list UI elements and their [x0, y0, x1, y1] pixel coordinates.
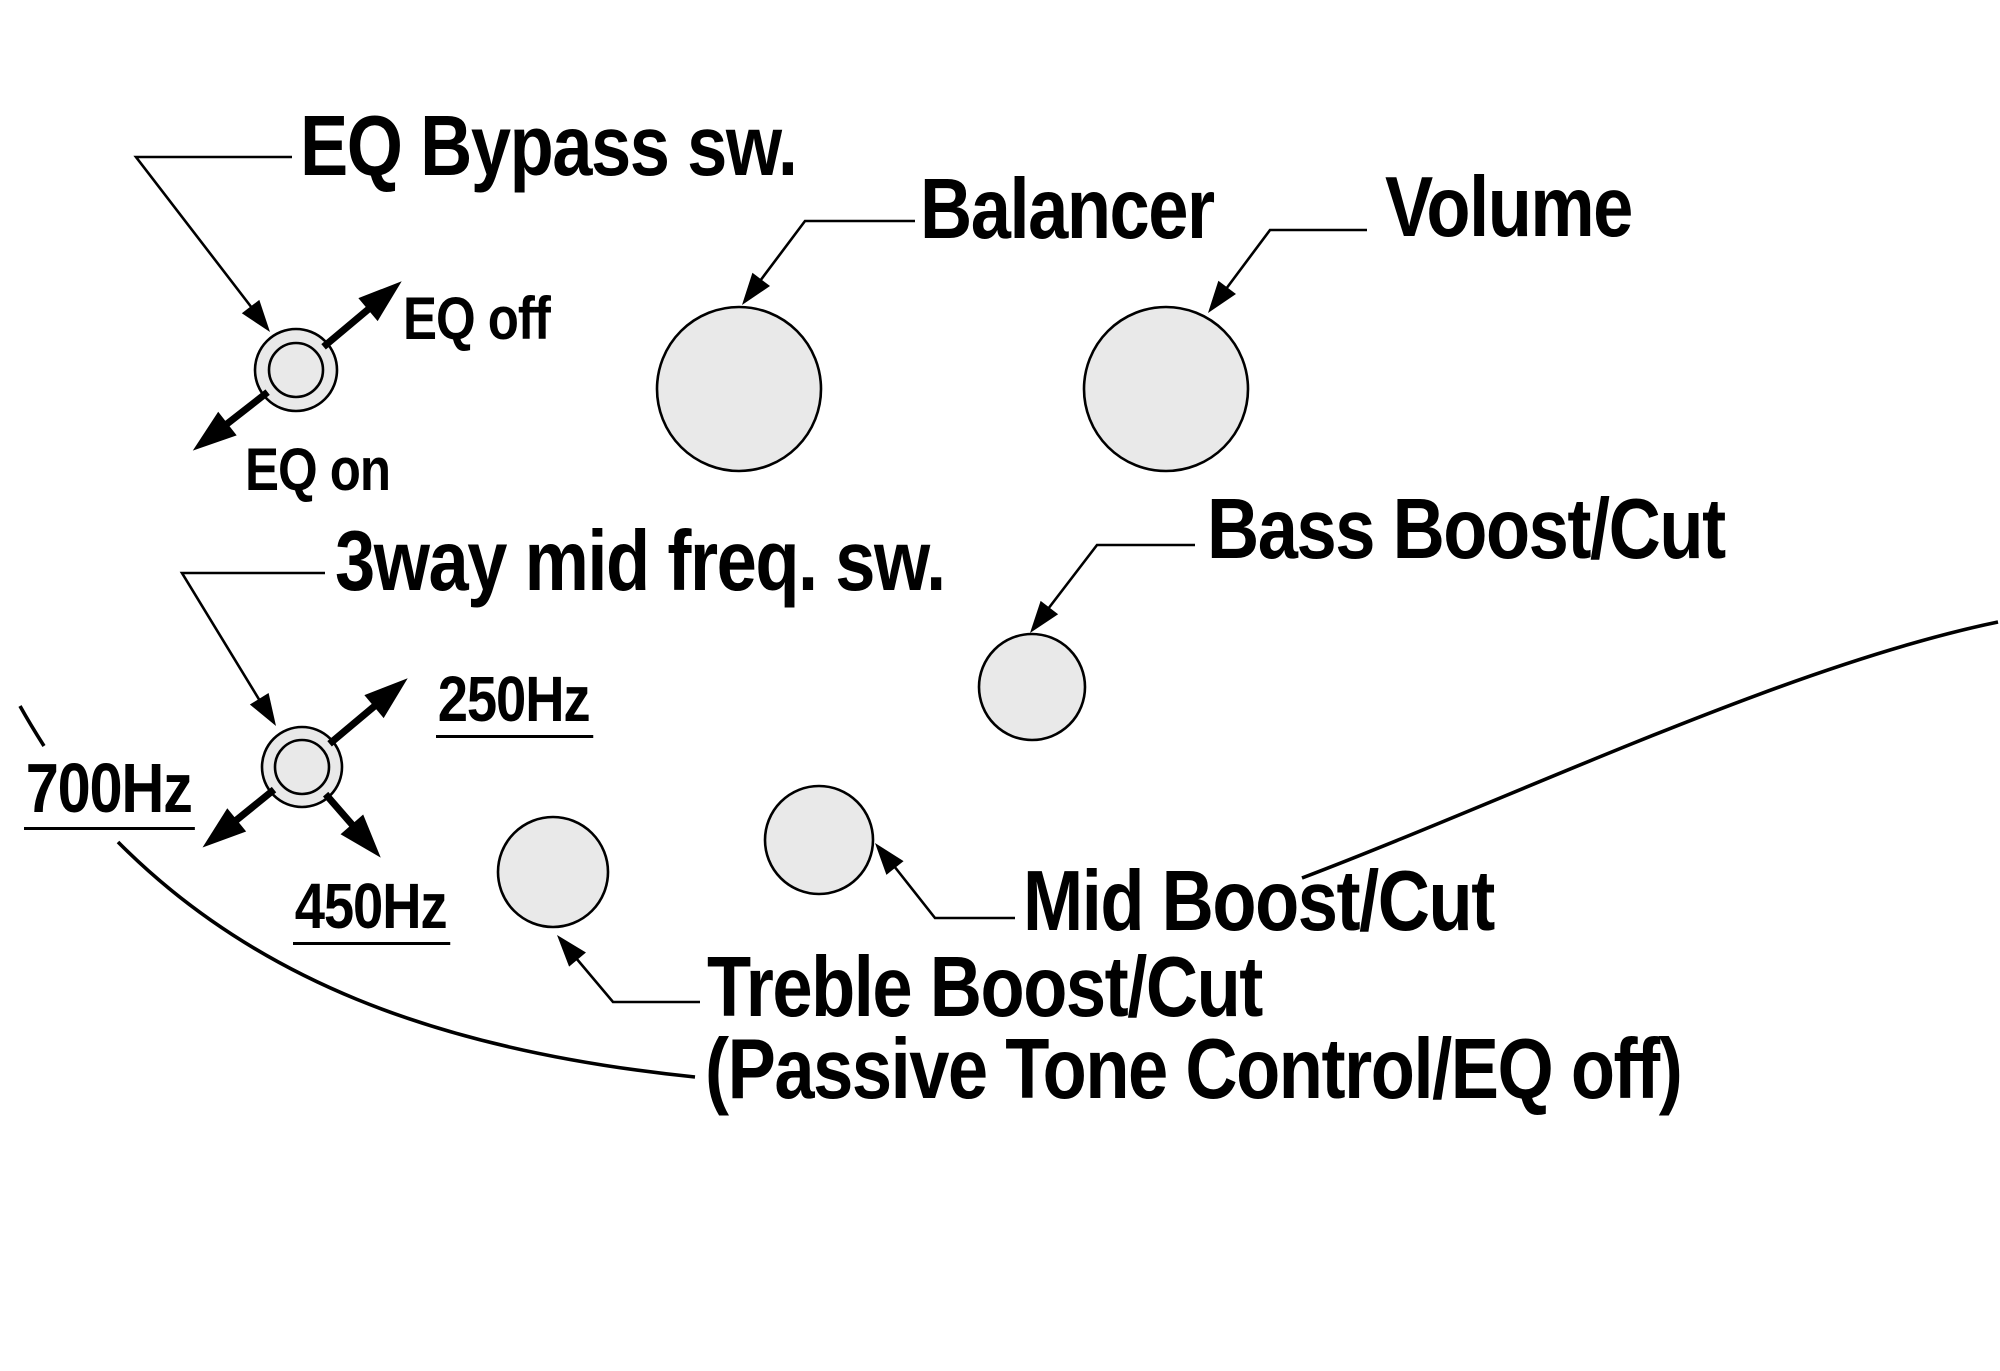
- body-outline-segment-topleft: [18, 705, 46, 747]
- body-outline-curve-right: [1301, 620, 1999, 880]
- mid-label: Mid Boost/Cut: [1023, 854, 1495, 949]
- balancer-leader-line: [742, 219, 915, 305]
- eq-off-label: EQ off: [403, 285, 551, 352]
- treble-knob: [496, 815, 610, 929]
- freq-700hz-label: 700Hz: [24, 753, 196, 830]
- bass-label: Bass Boost/Cut: [1207, 482, 1726, 577]
- volume-knob: [1082, 305, 1250, 473]
- mid-freq-switch: [260, 725, 344, 809]
- eq-bypass-switch: [253, 327, 339, 413]
- eq-on-direction-arrow: [192, 389, 270, 451]
- mid-freq-label: 3way mid freq. sw.: [335, 514, 946, 609]
- mid-freq-700hz-direction-arrow: [202, 786, 277, 848]
- freq-450hz-label: 450Hz: [293, 874, 450, 945]
- eq-bypass-leader-line: [133, 155, 292, 332]
- volume-leader-line: [1208, 228, 1367, 313]
- mid-freq-leader-line: [179, 571, 325, 726]
- eq-on-label: EQ on: [245, 436, 391, 503]
- eq-bypass-label: EQ Bypass sw.: [300, 99, 798, 194]
- eq-off-direction-arrow: [321, 281, 402, 350]
- mid-leader-line: [875, 843, 1015, 920]
- balancer-label: Balancer: [920, 162, 1215, 257]
- body-outline-curve-left: [116, 840, 696, 1079]
- mid-freq-450hz-direction-arrow: [322, 791, 381, 858]
- treble-leader-line: [557, 935, 700, 1004]
- mid-knob: [763, 784, 875, 896]
- volume-label: Volume: [1385, 160, 1633, 255]
- balancer-knob: [655, 305, 823, 473]
- freq-250hz-label: 250Hz: [436, 667, 593, 738]
- treble-sublabel: (Passive Tone Control/EQ off): [705, 1022, 1683, 1117]
- bass-knob: [977, 632, 1087, 742]
- mid-freq-250hz-direction-arrow: [327, 678, 408, 747]
- treble-label: Treble Boost/Cut: [707, 940, 1263, 1035]
- bass-leader-line: [1030, 543, 1195, 633]
